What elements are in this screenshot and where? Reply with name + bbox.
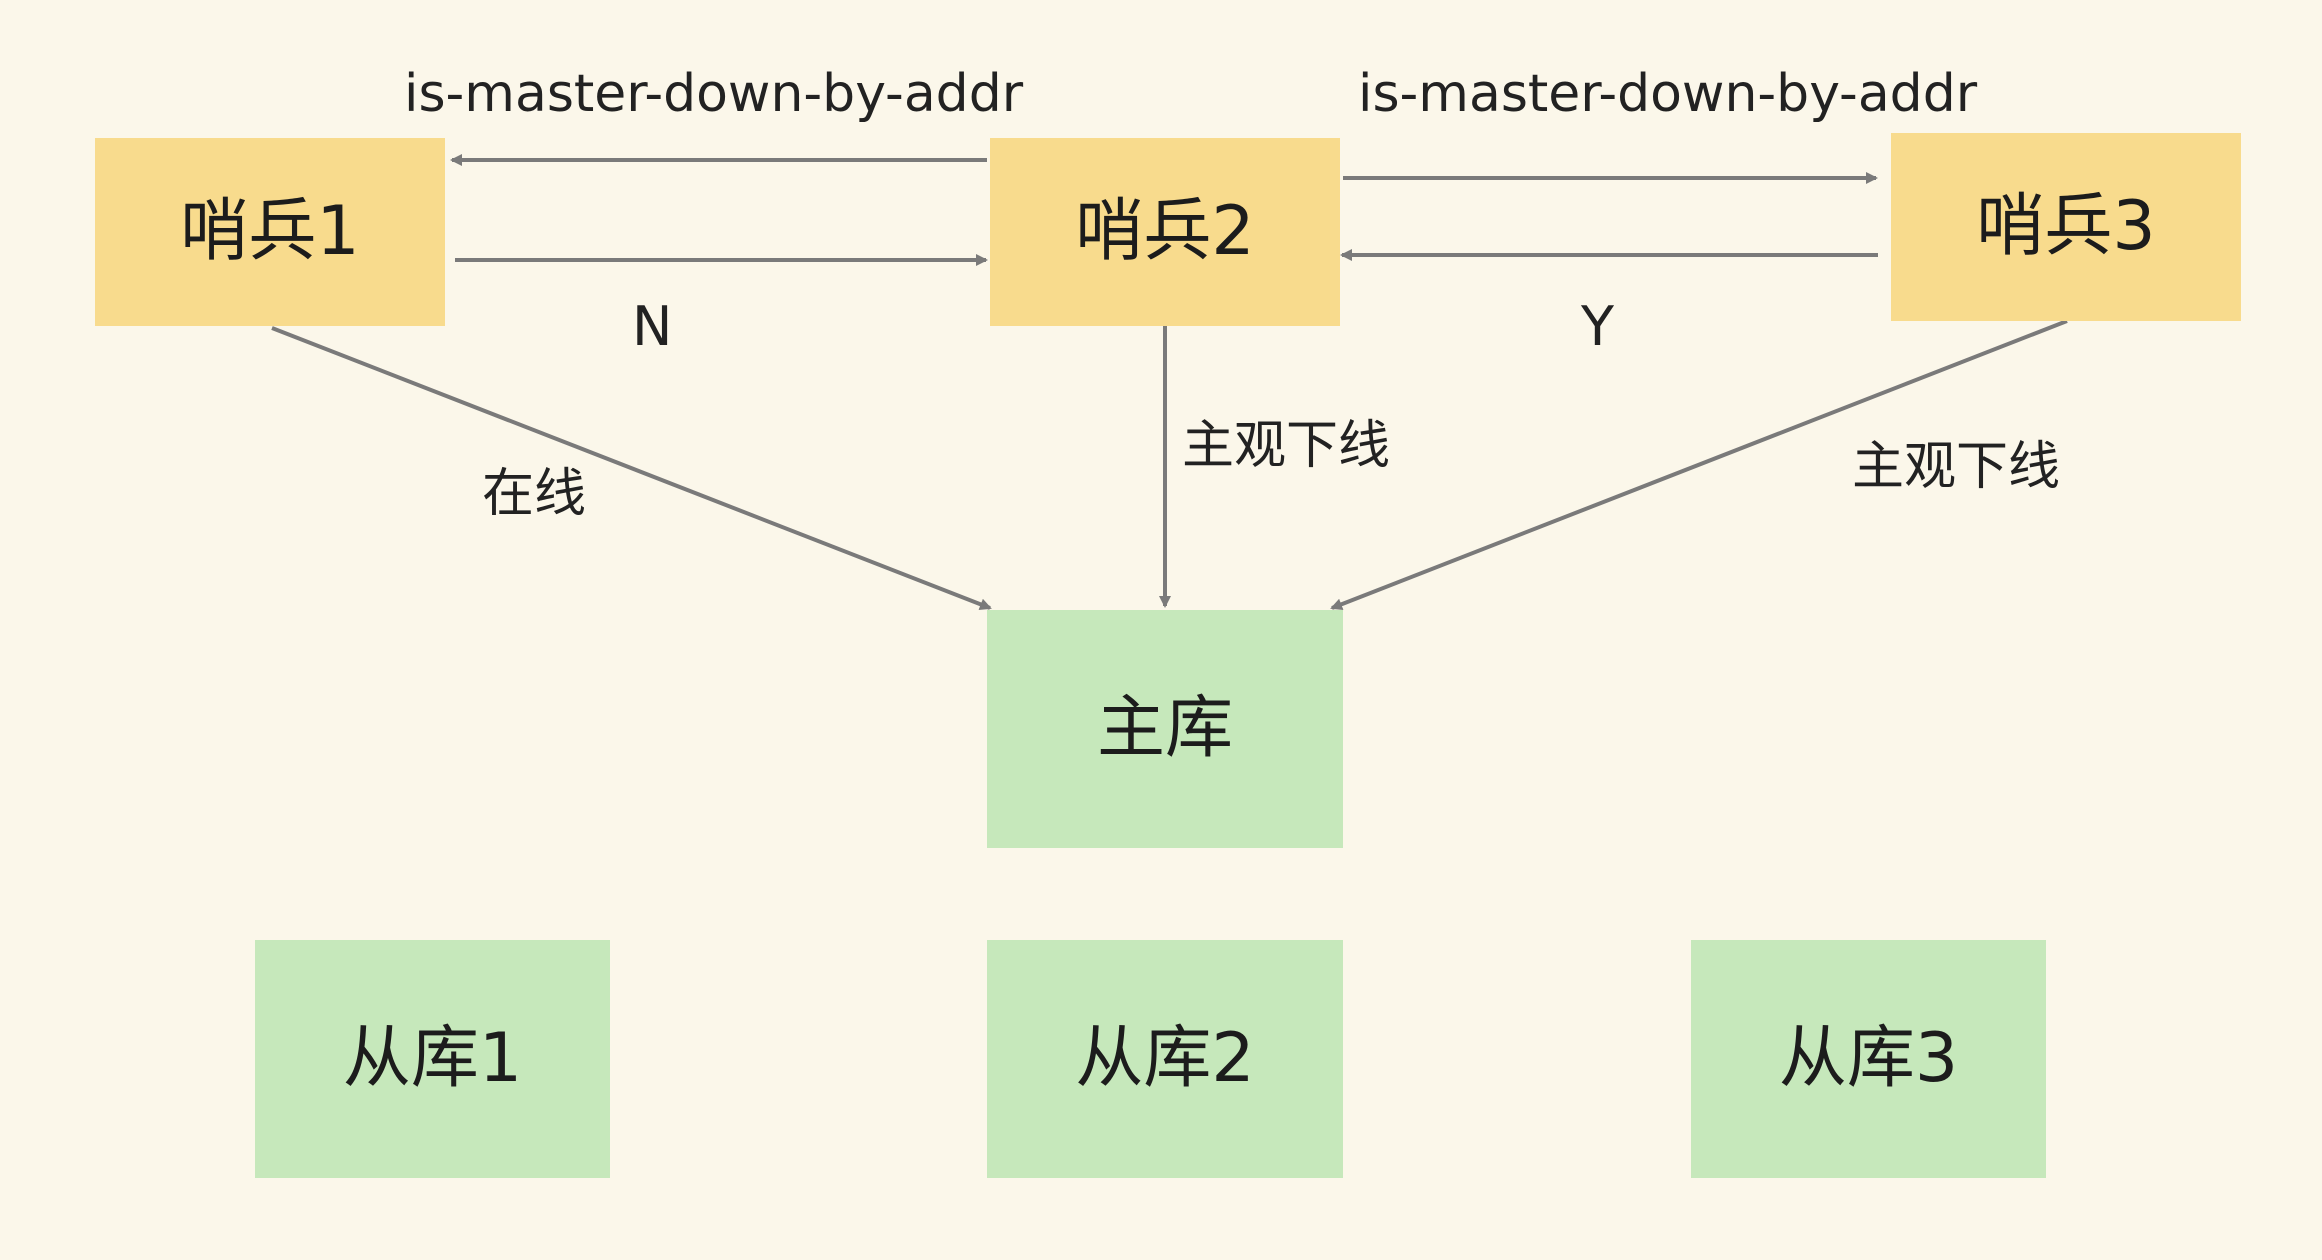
sentinel-2-label: 哨兵2 <box>1075 192 1255 271</box>
cmd-label-right: is-master-down-by-addr <box>1358 64 1978 124</box>
sentinel-1-state-label: 在线 <box>482 464 587 524</box>
replica-1-label: 从库1 <box>342 1019 523 1098</box>
master-label: 主库 <box>1096 689 1233 768</box>
sentinel-3-label: 哨兵3 <box>1976 187 2156 266</box>
sentinel-3-node: 哨兵3 <box>1891 133 2241 321</box>
replica-3-label: 从库3 <box>1778 1019 1959 1098</box>
replica-2-node: 从库2 <box>987 940 1343 1178</box>
sentinel-3-state-label: 主观下线 <box>1852 437 2061 497</box>
cmd-label-left: is-master-down-by-addr <box>404 64 1024 124</box>
s1-to-master-arrow <box>271 326 992 610</box>
replica-3-node: 从库3 <box>1691 940 2046 1178</box>
replica-1-node: 从库1 <box>255 940 610 1178</box>
sentinel-1-node: 哨兵1 <box>95 138 445 326</box>
sentinel-2-node: 哨兵2 <box>990 138 1340 326</box>
master-node: 主库 <box>987 610 1343 848</box>
replica-2-label: 从库2 <box>1075 1019 1255 1098</box>
sentinel-2-state-label: 主观下线 <box>1182 416 1391 476</box>
reply-y-label: Y <box>1581 295 1614 358</box>
reply-n-label: N <box>632 295 673 358</box>
sentinel-1-label: 哨兵1 <box>180 192 360 271</box>
